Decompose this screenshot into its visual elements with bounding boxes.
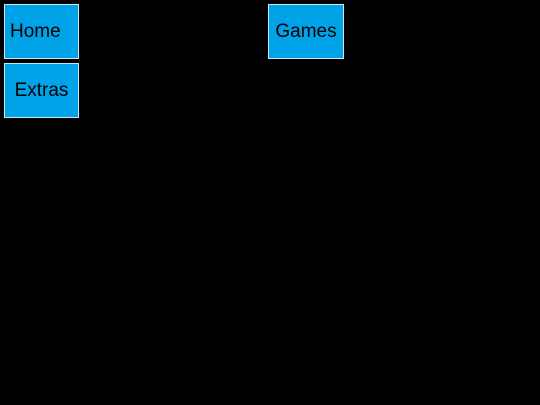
home-button-label: Home <box>10 20 61 42</box>
extras-button-label: Extras <box>14 79 69 101</box>
extras-button[interactable]: Extras <box>4 63 79 118</box>
games-button-label: Games <box>275 20 337 42</box>
home-button[interactable]: Home <box>4 4 79 59</box>
games-button[interactable]: Games <box>268 4 344 59</box>
